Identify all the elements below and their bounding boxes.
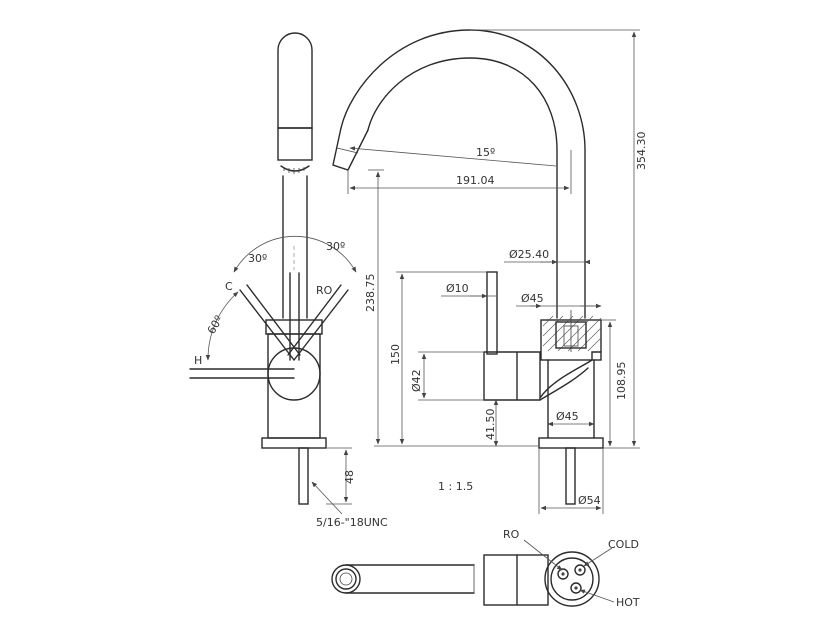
side-view: 30º 30º 60º C RO H 48 5/16-"18UNC (189, 32, 388, 529)
dim-body-diameter: Ø42 (410, 369, 423, 392)
side-thread-label: 5/16-"18UNC (316, 516, 388, 529)
side-label-hot: H (194, 354, 202, 367)
front-lever (486, 271, 498, 355)
side-base (261, 437, 327, 449)
dim-height-collar: 108.95 (615, 362, 628, 401)
dim-height-lever: 238.75 (364, 274, 377, 313)
side-lever-hot (189, 368, 295, 379)
front-spout-tip (332, 127, 369, 171)
dim-spout-diameter: Ø25.40 (509, 248, 549, 261)
plan-label-hot: HOT (616, 596, 640, 609)
plan-port-hot (570, 582, 582, 594)
plan-label-cold: COLD (608, 538, 639, 551)
plan-label-ro: RO (503, 528, 520, 541)
front-spout-inner (367, 57, 558, 319)
plan-body (483, 554, 549, 606)
side-shank (298, 447, 309, 505)
dim-shank-length: 48 (343, 470, 356, 484)
side-label-ro: RO (316, 284, 333, 297)
dim-spout-angle: 15º (476, 146, 495, 159)
side-angle-hot-label: 60º (205, 313, 226, 336)
dim-lever-diameter: Ø10 (446, 282, 469, 295)
side-label-cold: C (225, 280, 233, 293)
front-shank (565, 447, 576, 505)
side-aerator (280, 165, 310, 172)
plan-port-ro (557, 568, 569, 580)
plan-head-inner (550, 557, 594, 601)
side-angle-right-label: 30º (326, 240, 345, 253)
dim-height-body: 150 (389, 344, 402, 365)
side-spout-tube (277, 32, 313, 129)
side-body (267, 333, 321, 439)
side-riser (282, 175, 308, 319)
side-body-knob (267, 347, 321, 401)
dim-base-diameter: Ø45 (556, 410, 579, 423)
scale-label: 1 : 1.5 (438, 480, 473, 493)
dim-height-total: 354.30 (635, 132, 648, 171)
plan-head-outer (544, 551, 600, 607)
dim-flange-diameter: Ø54 (578, 494, 601, 507)
plan-port-cold (574, 564, 586, 576)
side-spout-band (277, 127, 313, 161)
side-angle-arc (233, 235, 357, 273)
dim-height-base: 41.50 (484, 409, 497, 441)
front-flange (538, 437, 604, 449)
dim-collar-diameter: Ø45 (521, 292, 544, 305)
plan-view: RO COLD HOT (331, 528, 640, 609)
side-angle-left-label: 30º (248, 252, 267, 265)
dim-spout-reach: 191.04 (456, 174, 495, 187)
front-body (483, 351, 602, 401)
front-view: 354.30 108.95 191.04 15º Ø25.40 Ø10 Ø45 … (332, 29, 648, 514)
